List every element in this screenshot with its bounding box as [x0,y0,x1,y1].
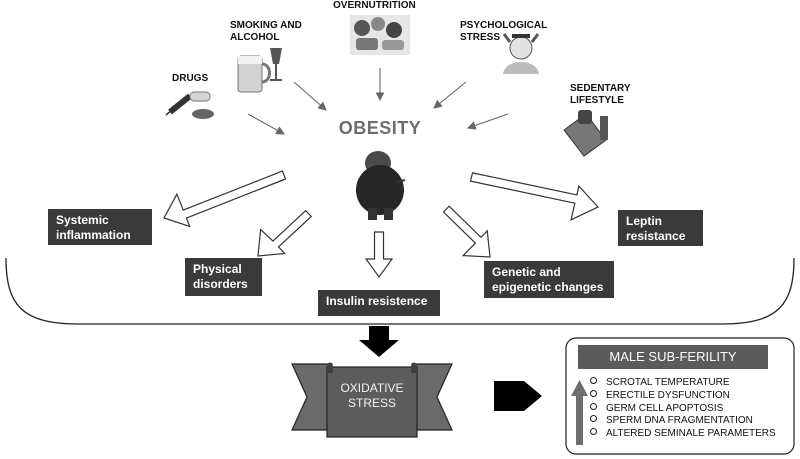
arrow-smoking [293,81,327,111]
enclosing-bracket [5,257,795,325]
factor-label-drugs: DRUGS [172,73,209,84]
arrow-drugs [247,113,285,135]
block-arrow-genetic [442,205,491,258]
box-physical-disorders: Physical disorders [185,258,262,296]
box-leptin-resistance: Leptin resistance [618,210,703,246]
stressed-person-icon [502,33,540,74]
factor-label-sedentary-lifestyle: SEDENTARY LIFESTYLE [570,83,631,106]
up-arrow-icon [571,380,588,445]
subfertility-title: MALE SUB-FERILITY [578,345,768,369]
block-arrow-systemic [163,170,287,228]
effect-item: SCROTAL TEMPERATURE [590,377,776,390]
banner-left-tail [291,363,333,431]
obese-man-icon [356,151,406,220]
obesity-title: OBESITY [338,118,422,138]
block-arrow-insulin [364,231,394,279]
consequence-arrows [163,170,599,279]
syringe-pills-icon [165,91,214,119]
box-genetic-epigenetic: Genetic and epigenetic changes [484,261,614,298]
factor-arrows [247,68,509,135]
food-icon [350,15,410,55]
oxidative-stress-banner [291,362,453,438]
effect-item: SPERM DNA FRAGMENTATION [590,415,776,428]
factor-label-psychological-stress: PSYCHOLOGICAL STRESS [460,20,548,43]
block-arrow-physical [257,209,313,257]
effects-list: SCROTAL TEMPERATURE ERECTILE DYSFUNCTION… [590,377,776,441]
down-arrow-to-stress [359,326,399,357]
banner-right-tail [411,363,453,431]
effect-item: ERECTILE DYSFUNCTION [590,390,776,403]
banner-center [326,366,418,438]
effect-item: ALTERED SEMINALE PARAMETERS [590,428,776,441]
pentagon-arrow-to-outcome [494,381,542,411]
banner-fold-right [411,362,417,373]
arrow-psych [433,81,467,109]
factor-label-smoking-alcohol: SMOKING AND ALCOHOL [230,20,302,43]
effect-item: GERM CELL APOPTOSIS [590,403,776,416]
factor-label-overnutrition: OVERNUTRITION [333,0,416,11]
beer-wine-icon [237,48,282,93]
box-insulin-resistence: Insulin resistence [318,290,440,316]
block-arrow-leptin [469,172,599,221]
banner-fold-left [327,362,333,373]
oxidative-stress-label: OXIDATIVE STRESS [340,381,404,410]
couch-tv-icon [563,110,608,157]
box-systemic-inflammation: Systemic inflammation [48,209,152,245]
arrow-sedentary [466,113,509,130]
